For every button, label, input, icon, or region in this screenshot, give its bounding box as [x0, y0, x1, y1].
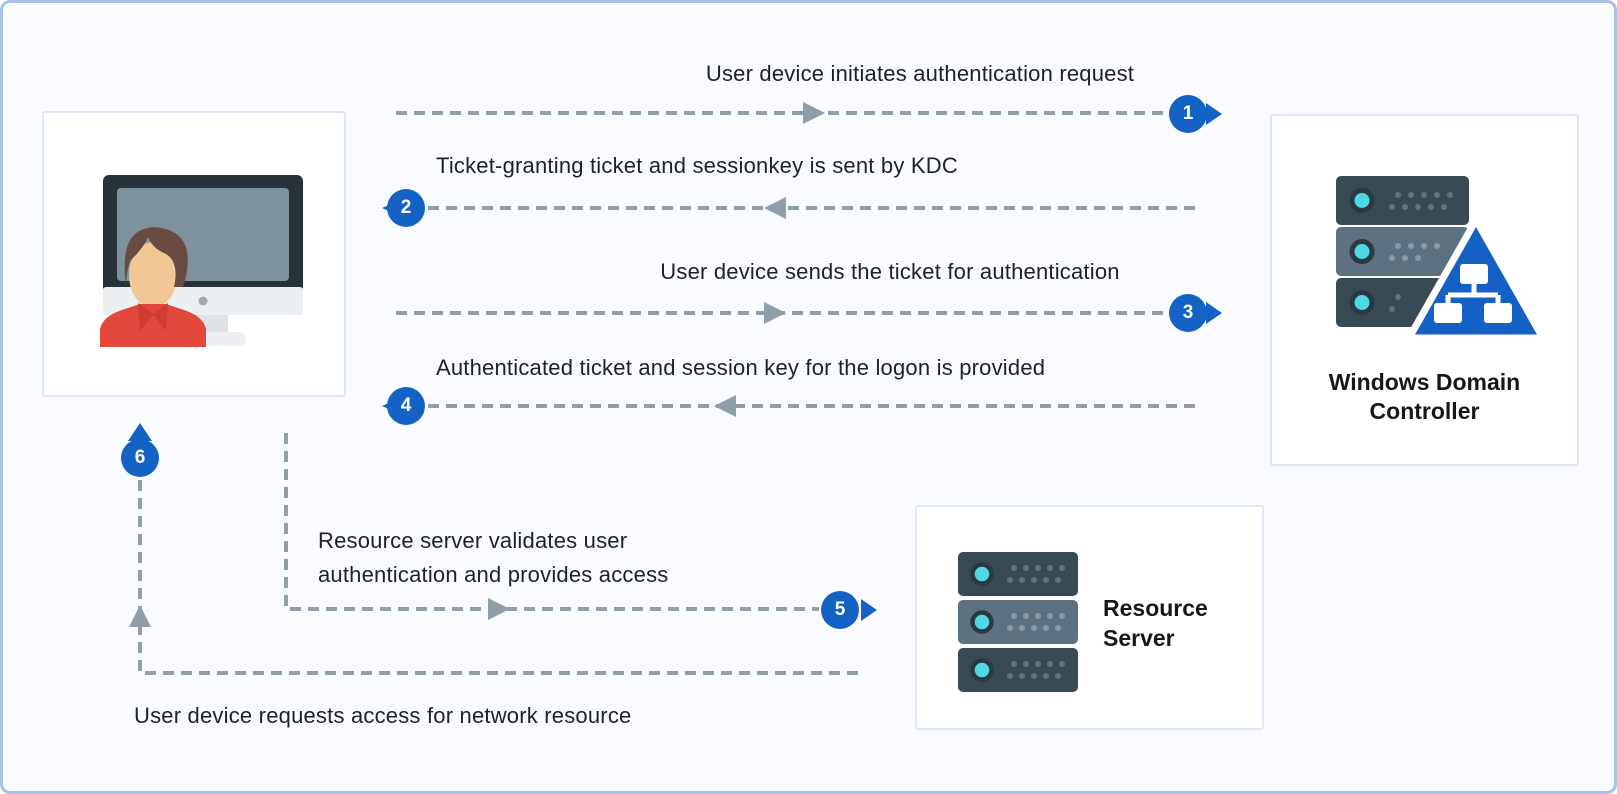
step4-badge: 4 — [387, 387, 425, 425]
step5-label-line2: authentication and provides access — [318, 562, 669, 587]
windows-domain-controller-label: Windows Domain Controller — [1272, 368, 1577, 426]
step1-badge: 1 — [1169, 95, 1207, 133]
server-led — [1349, 188, 1375, 213]
server-led — [970, 658, 994, 682]
resource-server-label-line1: Resource — [1103, 595, 1208, 621]
step4-label: Authenticated ticket and session key for… — [436, 355, 1046, 380]
step1-mid-arrow-right-icon — [803, 102, 825, 124]
resource-server-box: Resource Server — [915, 505, 1264, 730]
person-face — [129, 242, 177, 308]
step5-mid-arrow-right-icon — [488, 598, 510, 620]
server-unit — [958, 648, 1078, 692]
step5-label: Resource server validates user authentic… — [318, 524, 668, 592]
server-stack-with-network-triangle-icon — [1336, 176, 1546, 342]
server-led — [1349, 290, 1375, 315]
server-dots-mid — [1389, 243, 1440, 261]
server-unit — [1336, 227, 1469, 276]
step2-badge: 2 — [387, 189, 425, 227]
step6-mid-arrow-up-icon — [129, 605, 151, 627]
step5-badge: 5 — [821, 591, 859, 629]
network-hierarchy-glyph — [1434, 264, 1512, 323]
step6-label: User device requests access for network … — [134, 703, 632, 728]
user-at-computer-icon — [100, 175, 303, 347]
server-dots-mid — [1007, 613, 1065, 631]
windows-domain-controller-box: Windows Domain Controller — [1270, 114, 1579, 466]
step5-dashed-path — [284, 433, 819, 611]
person-hair — [124, 227, 188, 287]
server-stack-icon — [958, 552, 1078, 692]
step3-label: User device sends the ticket for authent… — [660, 259, 1120, 284]
monitor-camera-dot — [198, 296, 208, 306]
person-collar-right — [153, 303, 168, 331]
resource-server-label: Resource Server — [1103, 593, 1208, 653]
server-dots — [1007, 565, 1065, 679]
server-unit — [958, 600, 1078, 644]
step6-badge: 6 — [121, 439, 159, 477]
user-device-box — [42, 111, 346, 397]
server-dots — [1389, 192, 1453, 312]
step6-direction-tip-icon — [128, 423, 152, 441]
step3-direction-tip-icon — [1206, 302, 1222, 324]
network-glyph-links — [1445, 282, 1501, 305]
step5-direction-tip-icon — [861, 599, 877, 621]
server-led — [1349, 239, 1375, 264]
step3-mid-arrow-right-icon — [764, 302, 786, 324]
server-led — [970, 562, 994, 586]
step3-badge: 3 — [1169, 294, 1207, 332]
step2-label: Ticket-granting ticket and sessionkey is… — [436, 153, 958, 178]
server-unit — [958, 552, 1078, 596]
step4-mid-arrow-left-icon — [714, 395, 736, 417]
step1-direction-tip-icon — [1206, 103, 1222, 125]
step2-mid-arrow-left-icon — [764, 197, 786, 219]
server-led — [970, 610, 994, 634]
windows-domain-controller-label-line1: Windows Domain — [1328, 369, 1521, 395]
server-unit — [1336, 176, 1469, 225]
person-collar-left — [138, 303, 154, 331]
windows-domain-controller-label-line2: Controller — [1369, 398, 1480, 424]
step1-label: User device initiates authentication req… — [705, 61, 1135, 86]
step5-label-line1: Resource server validates user — [318, 528, 628, 553]
step6-dashed-path — [138, 480, 858, 675]
person-shirt — [100, 304, 206, 347]
resource-server-label-line2: Server — [1103, 625, 1175, 651]
